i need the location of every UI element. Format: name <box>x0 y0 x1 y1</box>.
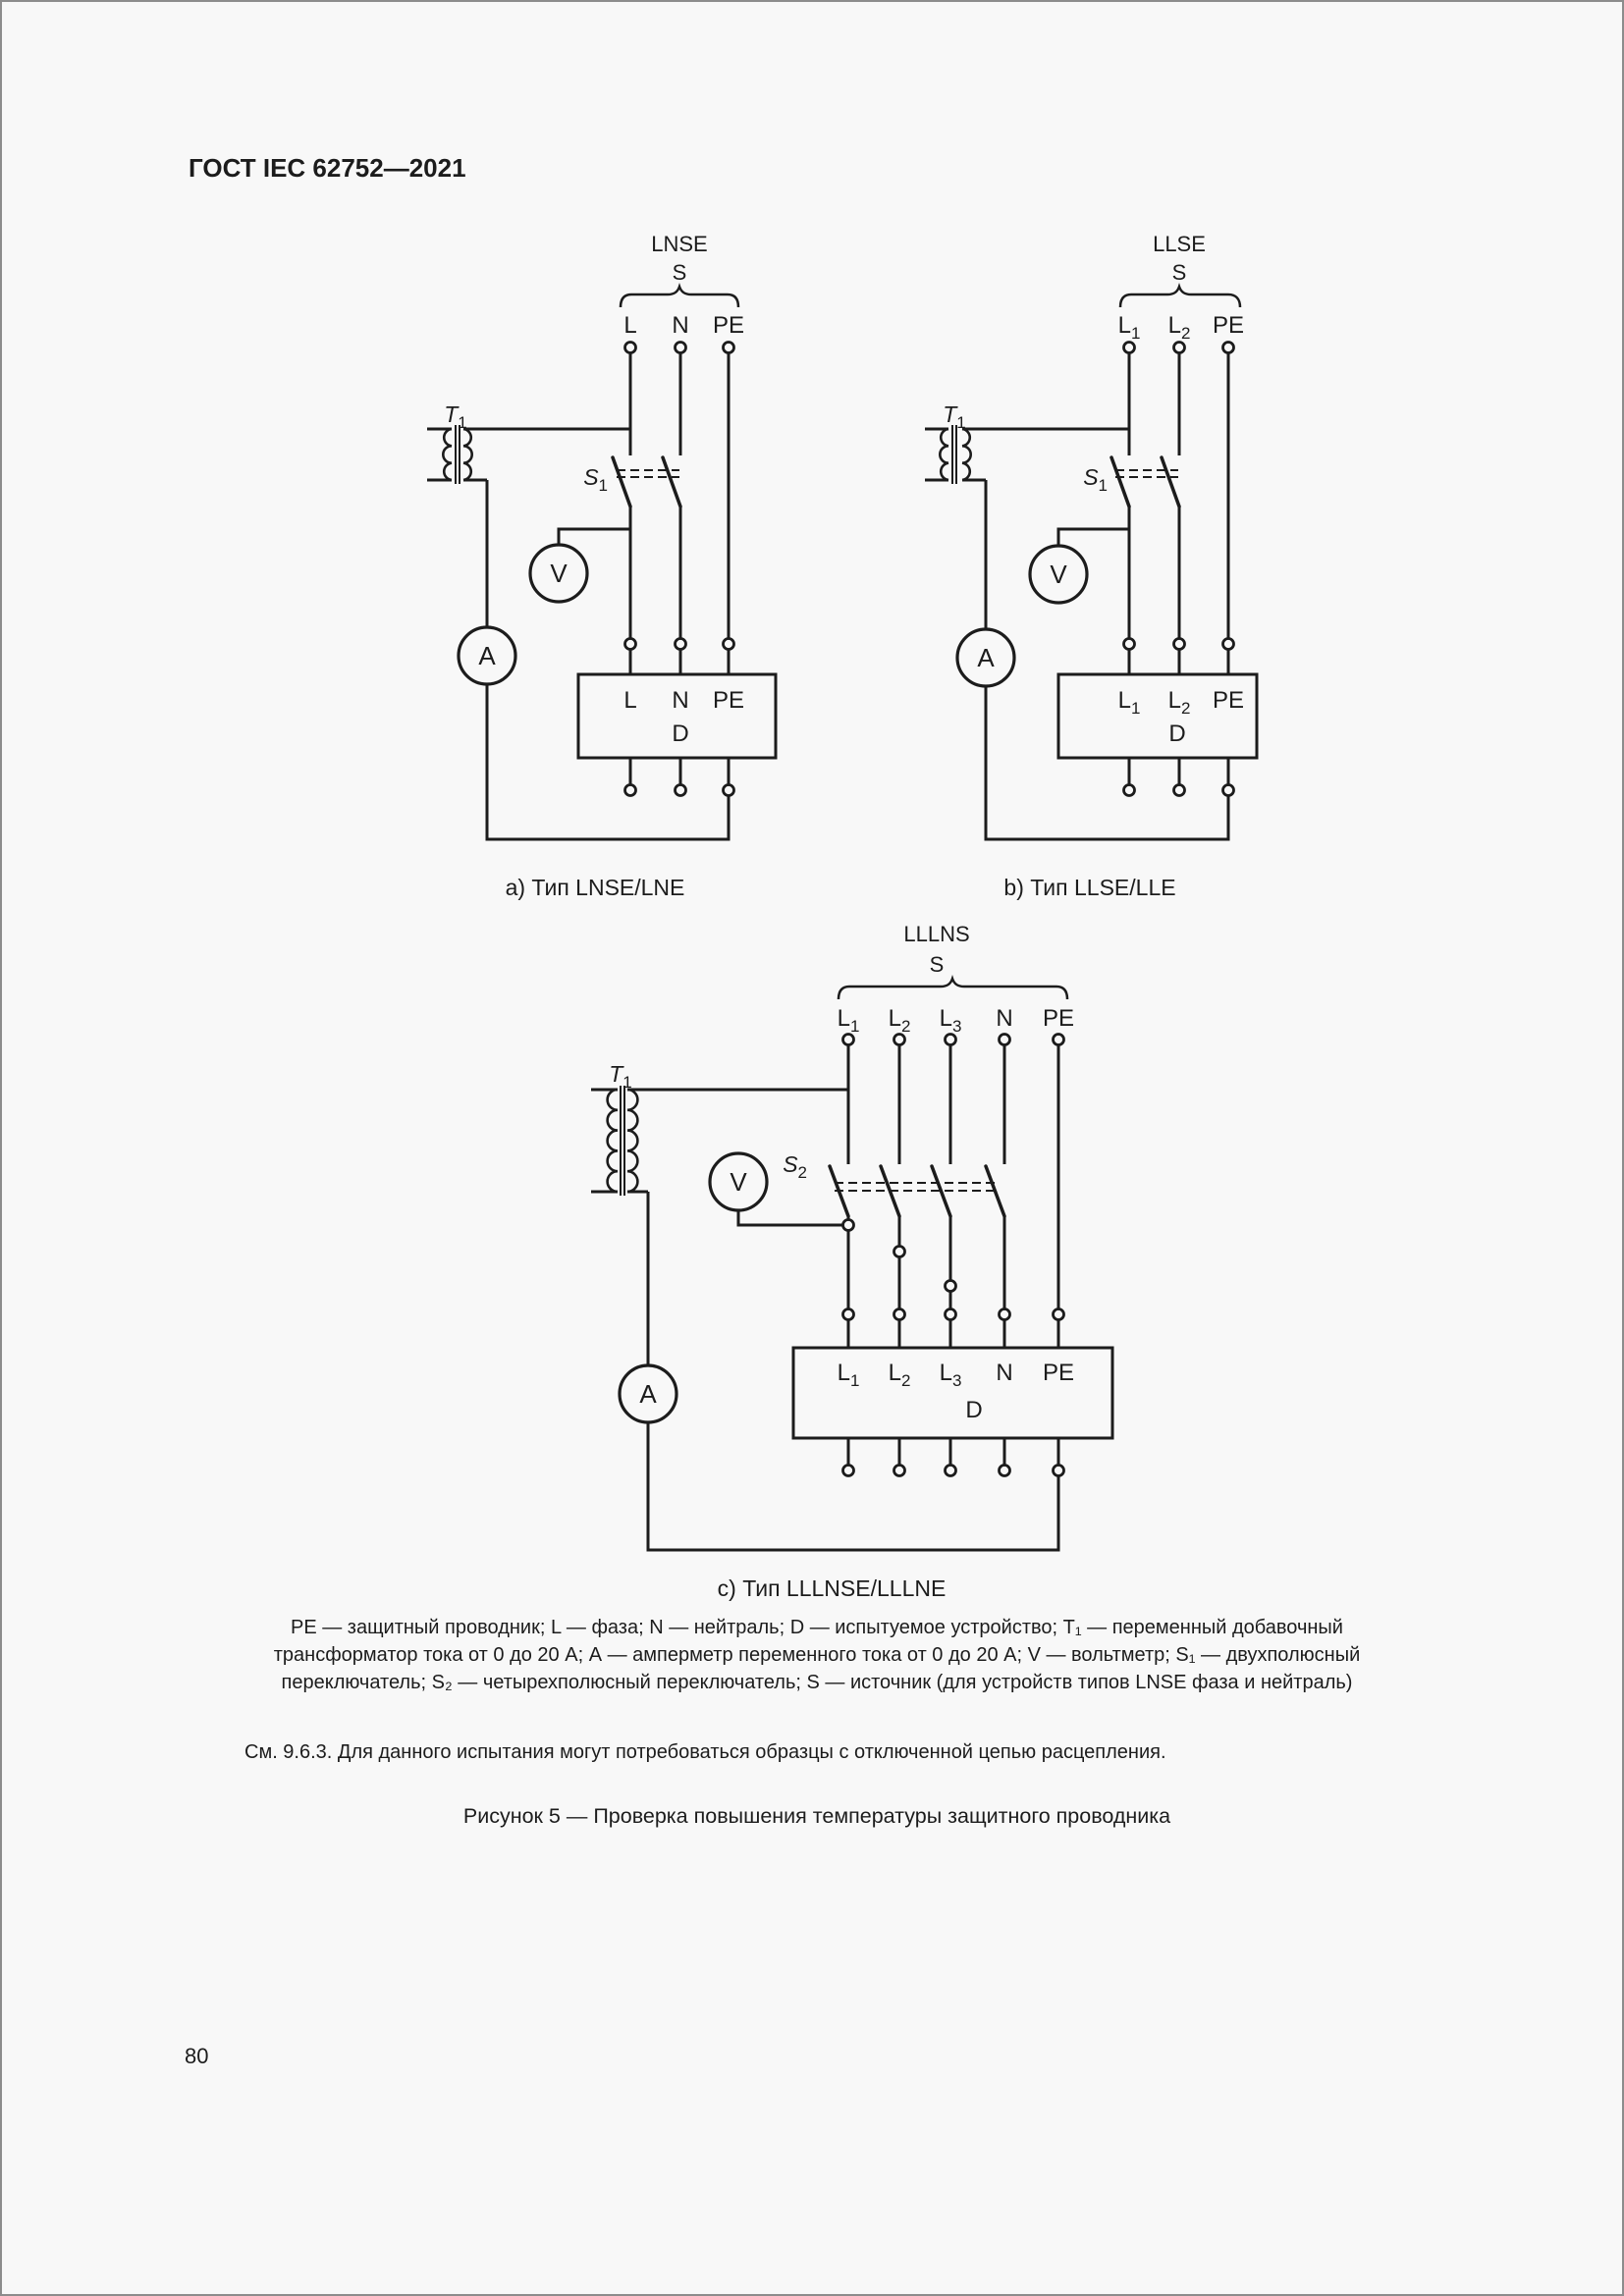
terminal-label: L3 <box>940 1005 962 1036</box>
page-header: ГОСТ IEC 62752—2021 <box>189 153 466 183</box>
dut-terminal-label: L1 <box>838 1360 860 1390</box>
transformer-icon: T1 <box>606 1061 639 1196</box>
wires-a <box>427 353 731 841</box>
terminal-label: N <box>996 1005 1012 1032</box>
terminal-label: N <box>672 312 688 339</box>
dut-terminal-label: L1 <box>1118 687 1141 718</box>
source-s-label: S <box>930 952 945 977</box>
dut-terminal-label: L <box>623 687 636 714</box>
caption-a: a) Тип LNSE/LNE <box>506 875 685 900</box>
dut-label: D <box>1168 721 1185 747</box>
switch-label: S1 <box>1083 464 1108 495</box>
terminal-label: L1 <box>838 1005 860 1036</box>
dut-terminal-label: N <box>996 1360 1012 1386</box>
ammeter-label: A <box>639 1379 657 1409</box>
source-type-label: LLLNS <box>903 922 969 946</box>
voltmeter-label: V <box>550 559 568 588</box>
switch-s1-icon: S1 <box>1083 455 1181 508</box>
dut-terminal-label: L3 <box>940 1360 962 1390</box>
terminal-label: L <box>623 312 636 339</box>
source-a: LNSE S L N PE <box>619 232 744 339</box>
caption-c: c) Тип LLLNSE/LLLNE <box>718 1575 947 1601</box>
voltmeter-icon: V <box>708 1151 769 1212</box>
dut-b: L1 L2 PE D <box>1056 672 1259 760</box>
source-s-label: S <box>1172 260 1187 285</box>
dut-terminal-label: PE <box>713 687 744 714</box>
source-type-label: LLSE <box>1153 232 1206 256</box>
terminal-label: L1 <box>1118 312 1141 343</box>
transformer-icon: T1 <box>442 401 473 484</box>
brace-icon <box>619 283 740 308</box>
diagram-c: LLLNS S L1 L2 L3 N PE T1 S2 <box>591 922 1114 1601</box>
voltmeter-icon: V <box>1028 544 1089 605</box>
transformer-label: T1 <box>943 401 966 432</box>
transformer-icon: T1 <box>939 401 972 484</box>
ammeter-icon: A <box>618 1363 678 1424</box>
dut-a: L N PE D <box>576 672 778 760</box>
figure-note: См. 9.6.3. Для данного испытания могут п… <box>244 1741 1166 1763</box>
ammeter-label: A <box>977 643 995 672</box>
voltmeter-label: V <box>730 1167 747 1197</box>
terminal-label: PE <box>1043 1005 1074 1032</box>
figure-caption: Рисунок 5 — Проверка повышения температу… <box>462 1804 1171 1828</box>
dut-label: D <box>965 1397 982 1423</box>
terminal-label: PE <box>713 312 744 339</box>
brace-icon <box>837 975 1069 1000</box>
brace-icon <box>1118 283 1242 308</box>
dut-terminal-label: L2 <box>1168 687 1191 718</box>
voltmeter-icon: V <box>528 543 589 604</box>
nodes-b <box>1122 341 1235 797</box>
legend-line: переключатель; S₂ — четырехполюсный пере… <box>281 1672 1353 1693</box>
switch-label: S1 <box>583 464 608 495</box>
dut-terminal-label: PE <box>1213 687 1244 714</box>
transformer-label: T1 <box>444 401 467 432</box>
dut-terminal-label: L2 <box>889 1360 911 1390</box>
source-c: LLLNS S L1 L2 L3 N PE <box>838 922 1074 1036</box>
switch-s2-icon: S2 <box>783 1151 1006 1218</box>
source-type-label: LNSE <box>651 232 707 256</box>
diagram-a: LNSE S L N PE T1 S1 <box>427 232 778 900</box>
wires-c <box>591 1045 1060 1552</box>
dut-c: L1 L2 L3 N PE D <box>791 1346 1114 1440</box>
dut-terminal-label: PE <box>1043 1360 1074 1386</box>
ammeter-icon: A <box>955 627 1016 688</box>
switch-s1-icon: S1 <box>583 455 682 508</box>
legend-line: PE — защитный проводник; L — фаза; N — н… <box>291 1617 1343 1638</box>
page-number: 80 <box>185 2044 209 2068</box>
diagram-b: LLSE S L1 L2 PE T1 S1 <box>925 232 1259 900</box>
ammeter-icon: A <box>457 625 517 686</box>
switch-label: S2 <box>783 1151 807 1182</box>
source-s-label: S <box>673 260 687 285</box>
voltmeter-label: V <box>1050 560 1067 589</box>
nodes-c <box>841 1033 1065 1477</box>
transformer-label: T1 <box>609 1061 632 1092</box>
terminal-label: L2 <box>1168 312 1191 343</box>
terminal-label: PE <box>1213 312 1244 339</box>
terminal-label: L2 <box>889 1005 911 1036</box>
ammeter-label: A <box>478 641 496 670</box>
nodes-a <box>623 341 735 797</box>
legend-line: трансформатор тока от 0 до 20 А; А — амп… <box>273 1644 1361 1666</box>
dut-label: D <box>672 721 688 747</box>
figure-legend: PE — защитный проводник; L — фаза; N — н… <box>205 1614 1429 1696</box>
source-b: LLSE S L1 L2 PE <box>1118 232 1244 343</box>
wires-b <box>925 353 1230 841</box>
dut-terminal-label: N <box>672 687 688 714</box>
caption-b: b) Тип LLSE/LLE <box>1003 875 1175 900</box>
